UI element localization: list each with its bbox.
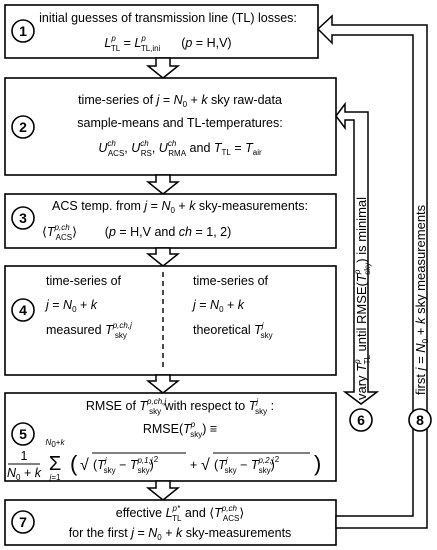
formula-sigma: Σ [49,453,61,475]
step-3-box [4,193,337,249]
step-1-badge [11,19,35,43]
step-3-number: 3 [19,210,27,226]
arrow-5-to-7 [145,480,181,501]
arrow-2-to-3 [145,174,181,195]
step-2-line-2: sample-means and TL-temperatures: [77,116,282,130]
step-7-line-2: for the first j = N0 + k sky-measurement… [69,526,292,542]
step-4-left-line-2: j = N0 + k [44,298,98,314]
step-2-badge [11,115,35,139]
step-1-box [4,4,319,59]
step-4-badge [11,298,35,322]
formula-plus: + [190,458,197,472]
step-8-label: first j = N0 + k sky measurements [413,204,430,395]
formula-sum-lower: j=1 [49,473,61,482]
step-5-badge [11,422,35,446]
formula-sum-upper: N0+k [46,438,66,449]
loop-6-arrow [335,101,380,405]
step-6-label: vary TpTL until RMSE(Tpsky) is minimal [353,197,372,400]
step-4-number: 4 [19,302,27,318]
step-5-box [4,392,337,482]
arrow-1-to-2 [145,57,181,79]
formula-sqrt-1: √ [80,457,89,474]
step-1-line-1: initial guesses of transmission line (TL… [39,11,297,25]
step-1-number: 1 [19,23,27,39]
arrow-3-to-4 [145,247,181,267]
step-2-line-1: time-series of j = N0 + k sky raw-data [78,93,282,109]
step-7-box [4,499,337,546]
step-5-number: 5 [19,426,27,442]
formula-denominator: N0 + k [7,466,42,482]
step-8-number: 8 [416,412,424,428]
arrow-4-to-5 [145,374,181,394]
formula-close-paren: ) [314,451,321,476]
step-4-box [4,265,337,376]
formula-sqrt-2: √ [201,457,210,474]
step-4-right-line-1: time-series of [193,274,269,288]
step-7-number: 7 [19,514,27,530]
loop-8-arrow [316,14,428,529]
step-7-badge [11,510,35,534]
formula-numerator: 1 [21,449,28,463]
step-2-number: 2 [19,119,27,135]
step-6-badge [349,408,373,432]
step-3-line-1: ACS temp. from j = N0 + k sky-measuremen… [52,199,308,215]
step-6-number: 6 [357,412,365,428]
step-2-box [4,77,337,176]
step-4-right-line-2: j = N0 + k [191,298,245,314]
step-8-badge [408,408,432,432]
formula-open-paren: ( [70,451,78,476]
step-4-left-line-1: time-series of [46,274,122,288]
step-3-badge [11,206,35,230]
